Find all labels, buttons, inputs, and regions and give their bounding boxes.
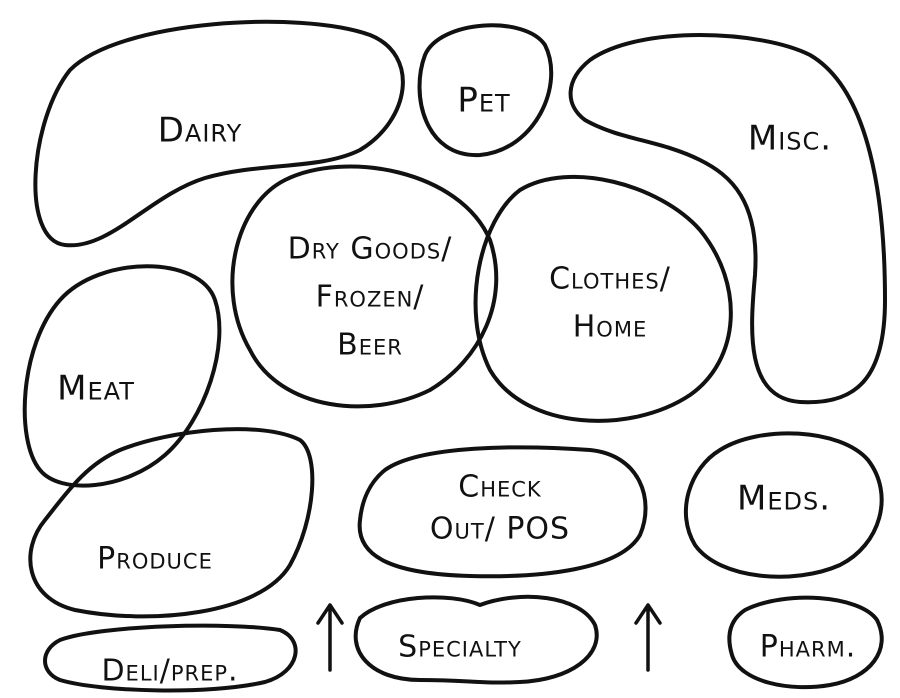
zone-outline-specialty [353,594,599,685]
zone-outline-dry-goods [230,164,499,409]
zone-produce: Produce [28,427,315,619]
zone-label-dry-goods-line-1: Dry Goods/ [288,232,453,267]
zone-dry-goods: Dry Goods/Frozen/Beer [230,164,499,409]
up-arrow-icon-entrance-right [634,603,662,672]
zone-clothes-home: Clothes/Home [473,175,733,423]
zone-label-specialty: Specialty [398,630,522,665]
zone-outline-checkout [357,445,648,579]
zone-outline-pet [417,23,554,158]
zone-meat: Meat [22,264,222,488]
zone-label-clothes-home-line-2: Home [573,310,647,345]
zone-outline-deli-prep [43,623,298,693]
zone-label-clothes-home-line-1: Clothes/ [549,262,671,297]
up-arrow-icon-entrance-left [316,603,344,672]
zone-outline-produce [28,427,315,619]
zone-meds: Meds. [684,431,884,579]
arrows-layer [316,603,662,672]
zone-specialty: Specialty [353,594,599,685]
zone-dairy: Dairy [33,19,405,248]
zone-outline-meds [684,431,884,579]
zone-outline-dairy [33,19,405,248]
zone-label-pet: Pet [457,81,510,121]
zone-label-checkout-line-2: Out/ POS [430,512,570,547]
zone-outline-meat [22,264,222,488]
zone-misc: Misc. [568,33,887,405]
zone-label-produce: Produce [97,542,213,577]
zone-outline-pharm [727,595,884,690]
zone-label-checkout-line-1: Check [458,470,542,505]
zone-label-deli-prep: Deli/prep. [101,654,238,689]
zone-label-meds: Meds. [737,479,831,519]
zone-label-dry-goods-line-3: Beer [337,328,403,363]
zone-label-dairy: Dairy [158,111,242,151]
zone-label-dry-goods-line-2: Frozen/ [316,280,425,315]
zone-label-pharm: Pharm. [760,630,857,665]
zone-pharm: Pharm. [727,595,884,690]
zone-label-meat: Meat [57,369,135,409]
zone-label-misc: Misc. [748,119,832,159]
zone-outline-clothes-home [473,175,733,423]
zone-outline-misc [568,33,887,405]
zone-pet: Pet [417,23,554,158]
zone-deli-prep: Deli/prep. [43,623,298,693]
